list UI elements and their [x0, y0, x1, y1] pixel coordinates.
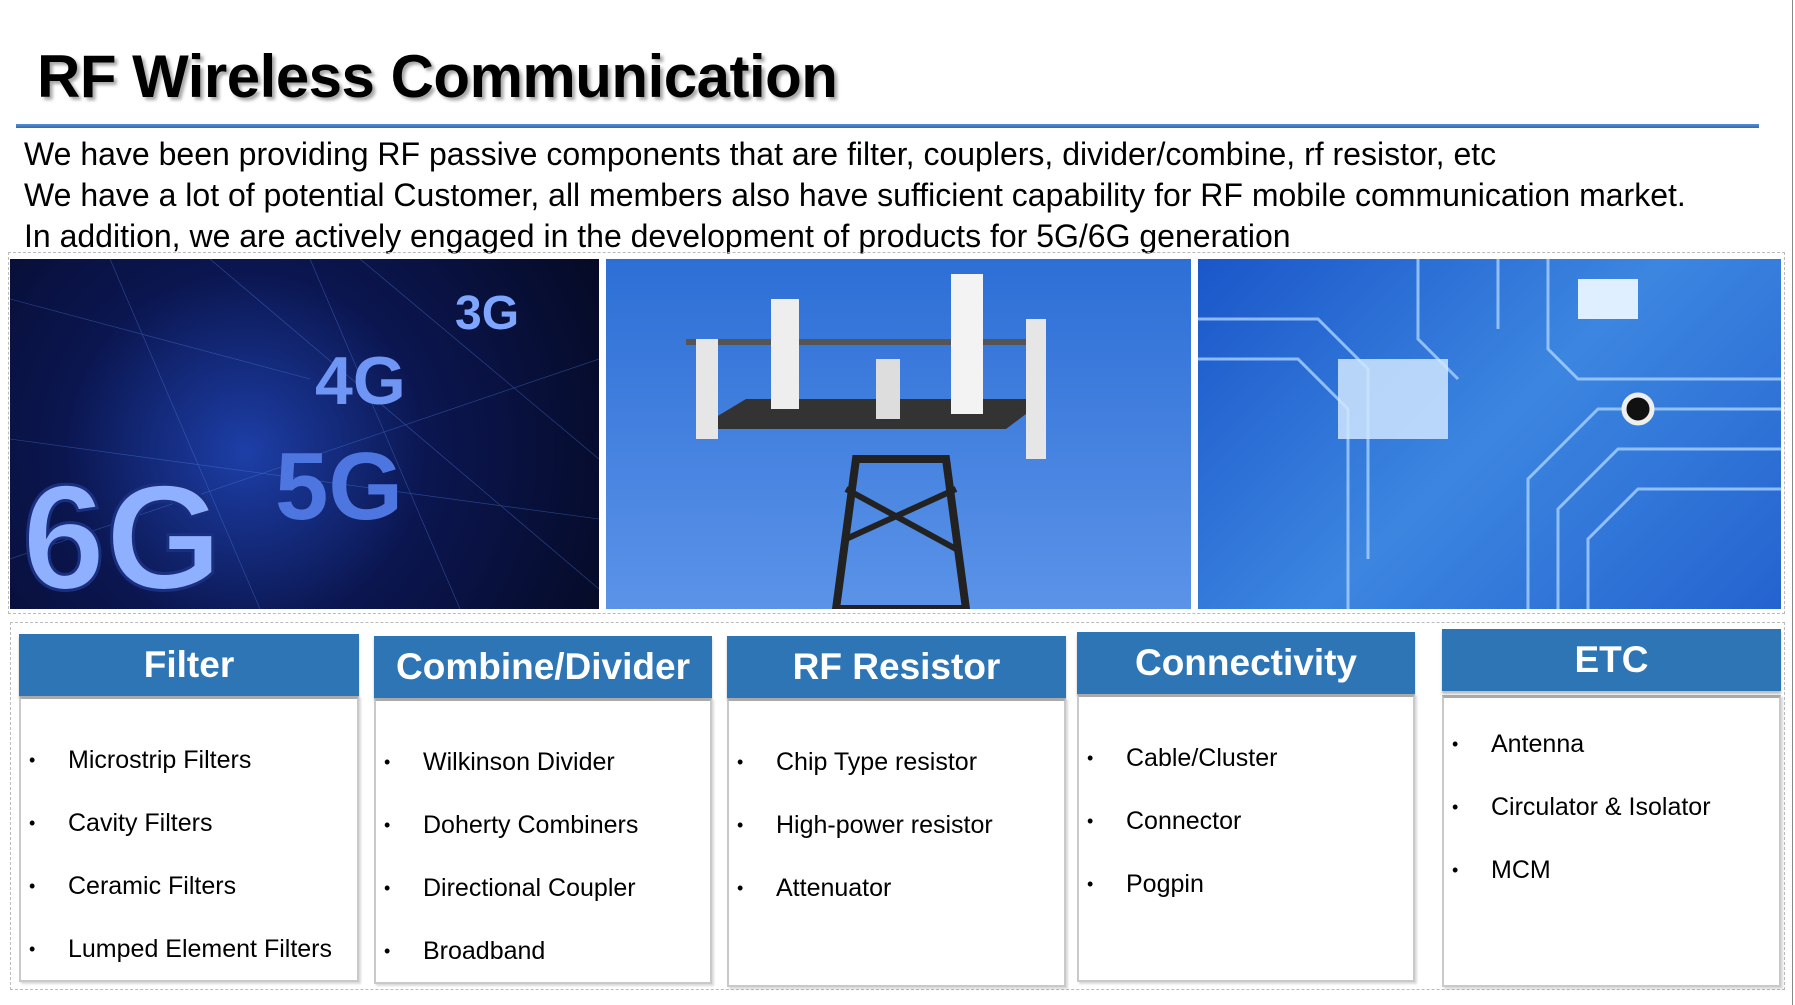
list-item: Lumped Element Filters: [21, 918, 357, 981]
intro-line: We have a lot of potential Customer, all…: [24, 177, 1686, 213]
category-etc: ETC Antenna Circulator & Isolator MCM: [1442, 629, 1781, 987]
category-title: Combine/Divider: [374, 636, 712, 698]
list-item: Attenuator: [729, 857, 1064, 920]
list-item: Broadband: [376, 920, 710, 983]
list-item: Doherty Combiners: [376, 794, 710, 857]
category-title: ETC: [1442, 629, 1781, 691]
list-item: Chip Type resistor: [729, 731, 1064, 794]
photo-strip: 3G 4G 5G 6G: [8, 252, 1785, 614]
category-title: Filter: [19, 634, 359, 696]
list-item: Cavity Filters: [21, 792, 357, 855]
gen-5g: 5G: [275, 433, 403, 540]
list-item: Directional Coupler: [376, 857, 710, 920]
gen-6g: 6G: [22, 453, 222, 609]
slide-edge: [1792, 0, 1793, 1005]
intro-text: We have been providing RF passive compon…: [24, 134, 1686, 257]
gen-3g: 3G: [455, 287, 519, 340]
category-connectivity: Connectivity Cable/Cluster Connector Pog…: [1077, 632, 1415, 982]
circuit-board-image: [1198, 259, 1781, 609]
category-rf-resistor: RF Resistor Chip Type resistor High-powe…: [727, 636, 1066, 987]
list-item: Cable/Cluster: [1079, 727, 1413, 790]
list-item: Microstrip Filters: [21, 729, 357, 792]
title-divider: [16, 124, 1759, 128]
category-title: RF Resistor: [727, 636, 1066, 698]
category-title: Connectivity: [1077, 632, 1415, 694]
list-item: Antenna: [1444, 713, 1779, 776]
list-item: High-power resistor: [729, 794, 1064, 857]
list-item: Pogpin: [1079, 853, 1413, 916]
product-categories: Filter Microstrip Filters Cavity Filters…: [10, 622, 1785, 990]
list-item: Ceramic Filters: [21, 855, 357, 918]
page-title: RF Wireless Communication: [37, 43, 838, 110]
list-item: Connector: [1079, 790, 1413, 853]
list-item: Wilkinson Divider: [376, 731, 710, 794]
intro-line: We have been providing RF passive compon…: [24, 136, 1497, 172]
intro-line: In addition, we are actively engaged in …: [24, 218, 1291, 254]
list-item: Circulator & Isolator: [1444, 776, 1779, 839]
network-generations-image: 3G 4G 5G 6G: [10, 259, 599, 609]
gen-4g: 4G: [315, 343, 406, 419]
category-combine-divider: Combine/Divider Wilkinson Divider Dohert…: [374, 636, 712, 984]
list-item: MCM: [1444, 839, 1779, 902]
cell-tower-image: [606, 259, 1191, 609]
category-filter: Filter Microstrip Filters Cavity Filters…: [19, 634, 359, 982]
